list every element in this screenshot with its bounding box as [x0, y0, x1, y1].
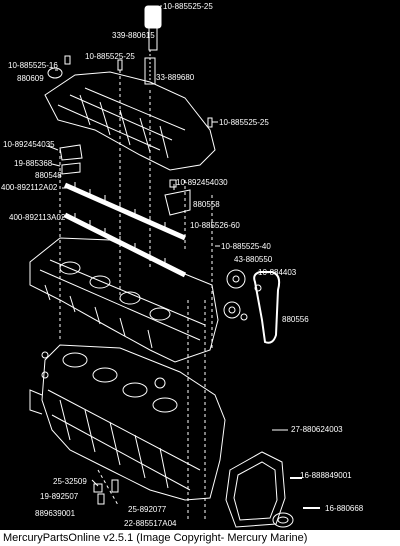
part-label[interactable]: 19-892507 [40, 492, 79, 501]
part-label[interactable]: 19-885368 [14, 159, 53, 168]
timing-cover-illustration [225, 451, 320, 528]
part-label[interactable]: 25-892077 [128, 505, 167, 514]
part-label[interactable]: 400-892112A02 [1, 183, 58, 192]
cylinder-head-illustration [29, 237, 219, 363]
part-label[interactable]: 16-880668 [325, 504, 364, 513]
part-label[interactable]: 10-885525-16 [8, 61, 58, 70]
part-label[interactable]: 27-880624003 [291, 425, 343, 434]
label-leaders [47, 5, 288, 487]
bearing-cap-illustration [59, 144, 191, 216]
part-label[interactable]: 880548 [35, 171, 62, 180]
part-label[interactable]: 10-885525-25 [219, 118, 269, 127]
leader-lines [59, 70, 213, 520]
part-label[interactable]: 16-888849001 [300, 471, 352, 480]
copyright-text: MercuryPartsOnline v2.5.1 (Image Copyrig… [3, 532, 308, 544]
part-label[interactable]: 880609 [17, 74, 44, 83]
part-label[interactable]: 33-889680 [156, 73, 195, 82]
part-label[interactable]: 10-892454030 [176, 178, 228, 187]
timing-sprocket-illustration [223, 269, 281, 344]
part-label[interactable]: 10-885525-40 [221, 242, 271, 251]
exploded-parts-diagram: 10-885525-25 339-880615 10-885525-25 10-… [1, 2, 364, 528]
copyright-footer: MercuryPartsOnline v2.5.1 (Image Copyrig… [0, 530, 400, 546]
part-label[interactable]: 10-885526-60 [190, 221, 240, 230]
engine-artwork [29, 5, 320, 528]
part-label[interactable]: 10-892454035 [3, 140, 55, 149]
part-label[interactable]: 10-884403 [258, 268, 297, 277]
part-label[interactable]: 889639001 [35, 509, 76, 518]
part-label[interactable]: 880556 [282, 315, 309, 324]
part-label[interactable]: 25-32509 [53, 477, 87, 486]
ignition-coil-illustration [144, 5, 162, 85]
camshaft-illustration [63, 182, 187, 278]
part-label[interactable]: 880558 [193, 200, 220, 209]
part-label[interactable]: 400-892113A02 [9, 213, 66, 222]
part-label[interactable]: 339-880615 [112, 31, 155, 40]
engine-block-illustration [29, 344, 226, 501]
fastener-illustration [93, 479, 119, 505]
valve-cover-illustration [44, 55, 216, 171]
part-label[interactable]: 22-885517A04 [124, 519, 177, 528]
part-label[interactable]: 10-885525-25 [163, 2, 213, 11]
part-label[interactable]: 10-885525-25 [85, 52, 135, 61]
part-label[interactable]: 43-880550 [234, 255, 273, 264]
